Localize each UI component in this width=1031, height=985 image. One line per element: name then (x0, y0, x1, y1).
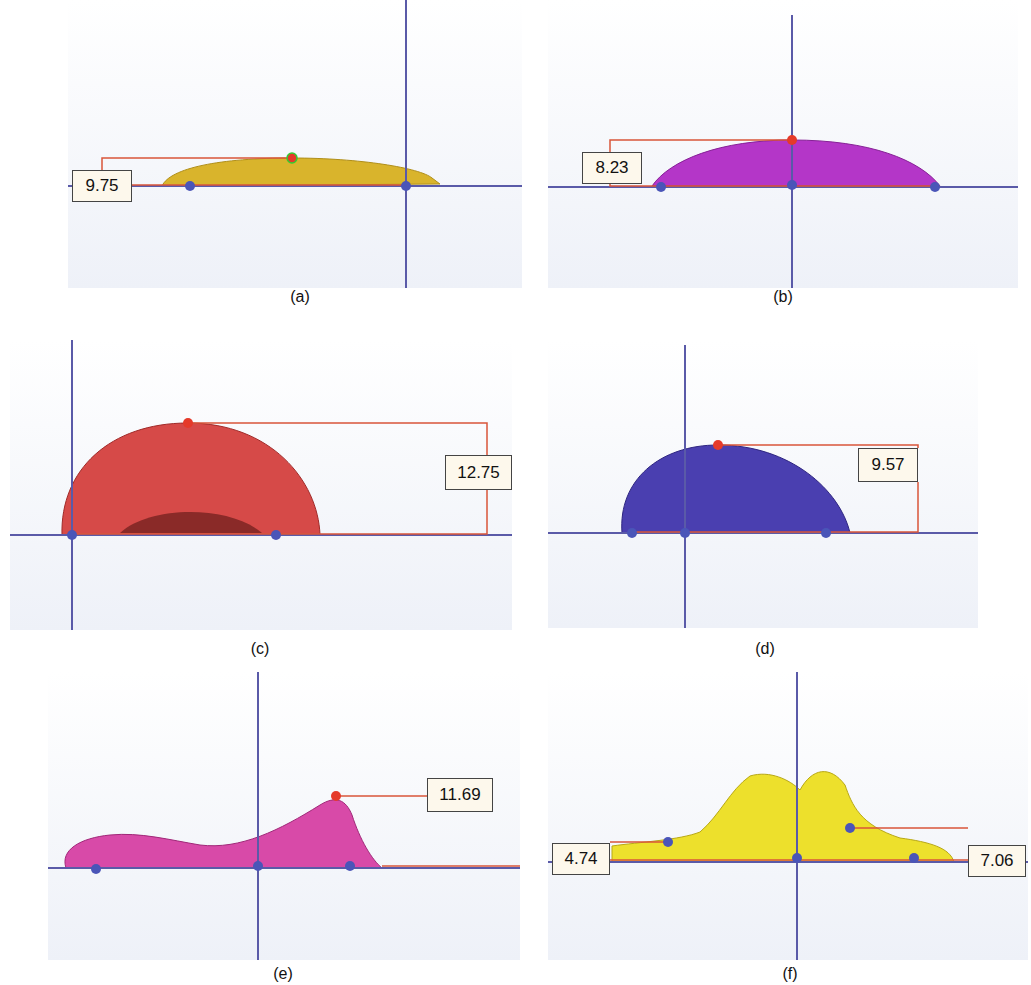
panel-label: (a) (290, 288, 310, 306)
measurement-box: 11.69 (427, 778, 493, 812)
measurement-box: 12.75 (445, 455, 512, 490)
measurement-value: 8.23 (595, 158, 628, 178)
measurement-value: 9.75 (85, 176, 118, 196)
measurement-value: 11.69 (439, 785, 480, 805)
panel-label: (b) (773, 288, 793, 306)
measurement-box: 9.57 (858, 448, 918, 482)
measurement-box: 8.23 (582, 152, 642, 184)
panel-label: (e) (273, 965, 293, 983)
measurement-value: 4.74 (564, 849, 597, 869)
panel-label: (d) (755, 640, 775, 658)
measurement-value: 9.57 (871, 455, 904, 475)
measurement-box: 4.74 (552, 843, 610, 875)
measurement-value: 12.75 (457, 463, 500, 483)
measurement-box: 9.75 (72, 170, 132, 202)
panel-label: (c) (251, 640, 270, 658)
measurement-value: 7.06 (980, 851, 1013, 871)
measurement-box: 7.06 (968, 845, 1026, 877)
panel-label: (f) (782, 965, 797, 983)
